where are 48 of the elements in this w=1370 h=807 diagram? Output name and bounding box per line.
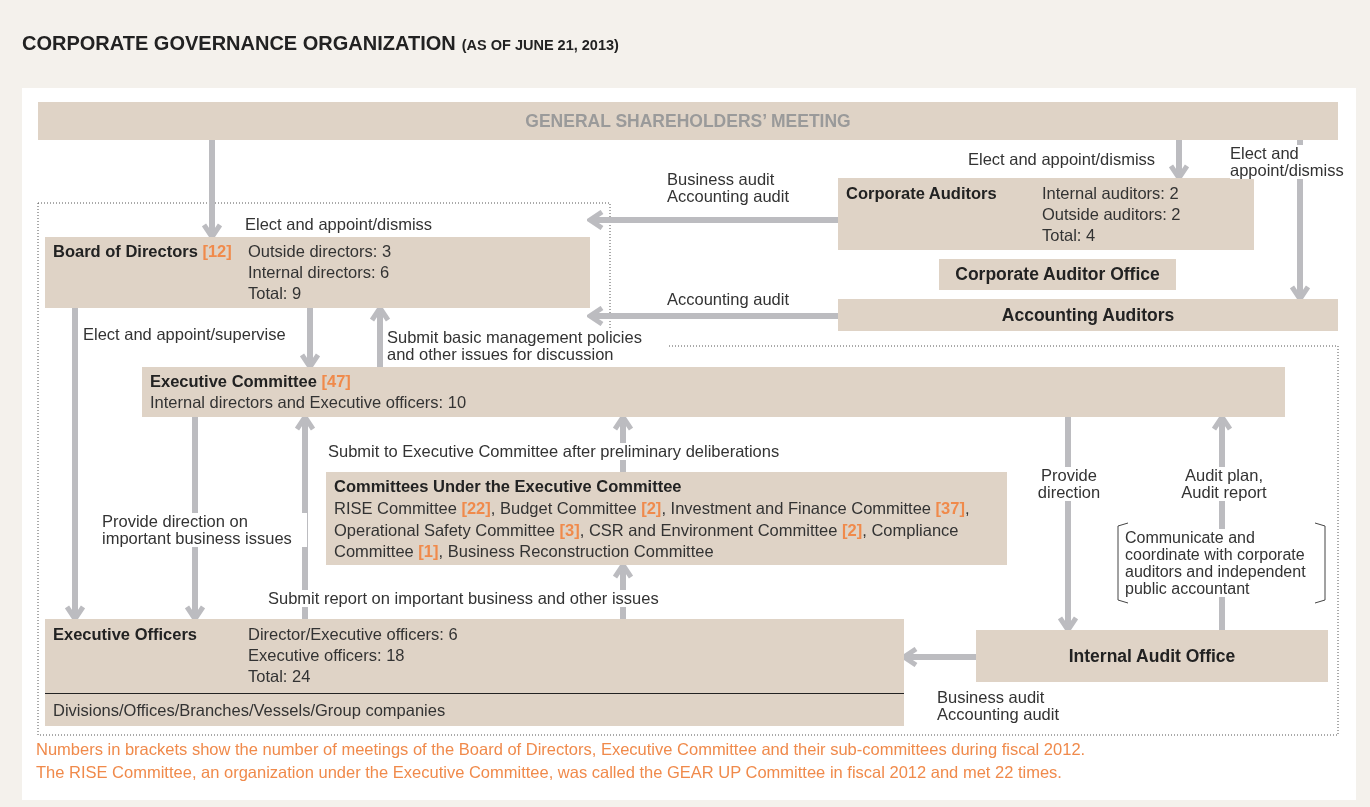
box-text: Executive officers: 18	[248, 646, 405, 665]
box-heading: Internal Audit Office	[1068, 646, 1236, 666]
box-text: Total: 4	[1042, 226, 1096, 245]
org-box	[38, 102, 1338, 140]
org-box	[838, 299, 1338, 331]
arrow	[64, 308, 86, 622]
box-heading: Corporate Auditors	[846, 184, 997, 203]
footnote: Numbers in brackets show the number of meetings of the Board of Directors, Executive Committee and their sub-committees during fiscal 2012.	[36, 740, 1086, 759]
box-text: Director/Executive officers: 6	[248, 625, 458, 644]
box-heading: Committees Under the Executive Committee	[334, 477, 682, 496]
arrow	[299, 308, 321, 370]
box-text: Total: 9	[248, 284, 302, 303]
box-text: Internal directors: 6	[248, 263, 390, 282]
box-heading: Executive Committee [47]	[150, 372, 351, 391]
edge-label: Elect and appoint/dismiss	[968, 151, 1156, 168]
arrow	[587, 209, 838, 231]
arrow	[1168, 140, 1190, 181]
box-text: Internal directors and Executive officers: 10	[150, 393, 467, 412]
org-box	[939, 259, 1176, 290]
org-box	[45, 619, 904, 726]
edge-label: Submit to Executive Committee after preliminary deliberations	[328, 443, 780, 460]
arrow	[587, 305, 838, 327]
diagram-title: CORPORATE GOVERNANCE ORGANIZATION	[22, 32, 456, 55]
box-text: Internal auditors: 2	[1042, 184, 1179, 203]
org-box	[326, 472, 1007, 565]
org-box	[45, 237, 590, 308]
box-text: Total: 24	[248, 667, 311, 686]
box-heading: Executive Officers	[53, 625, 197, 644]
footnote: The RISE Committee, an organization under the Executive Committee, was called the GEAR UP Committee in fiscal 2012 and met 22 times.	[36, 763, 1062, 782]
edge-label: Submit report on important business and other issues	[268, 590, 659, 607]
box-text: RISE Committee [22], Budget Committee [2], Investment and Finance Committee [37], Operational Safety Committee [3], CSR and Environment Committee [2], Compliance Committee [1], Business Reconstruction Committee	[334, 498, 971, 562]
edge-label: Provide direction on important business issues	[102, 513, 307, 547]
org-box	[142, 367, 1285, 417]
edge-label: Submit basic management policies and other issues for discussion	[387, 329, 667, 363]
box-heading: GENERAL SHAREHOLDERS’ MEETING	[525, 111, 851, 131]
edge-label: Elect and appoint/dismiss	[245, 216, 433, 233]
edge-label: Elect and appoint/supervise	[83, 326, 286, 343]
box-text: Outside auditors: 2	[1042, 205, 1181, 224]
arrow	[201, 140, 223, 240]
edge-label: Accounting audit	[667, 291, 789, 308]
org-box	[838, 178, 1254, 250]
title-date: (AS OF JUNE 21, 2013)	[461, 37, 619, 53]
box-heading: Accounting Auditors	[1001, 305, 1175, 325]
box-text: Outside directors: 3	[248, 242, 392, 261]
org-box	[976, 630, 1328, 682]
box-text: Divisions/Offices/Branches/Vessels/Group companies	[53, 701, 446, 720]
box-heading: Corporate Auditor Office	[955, 265, 1160, 284]
box-heading: Board of Directors [12]	[53, 242, 232, 261]
